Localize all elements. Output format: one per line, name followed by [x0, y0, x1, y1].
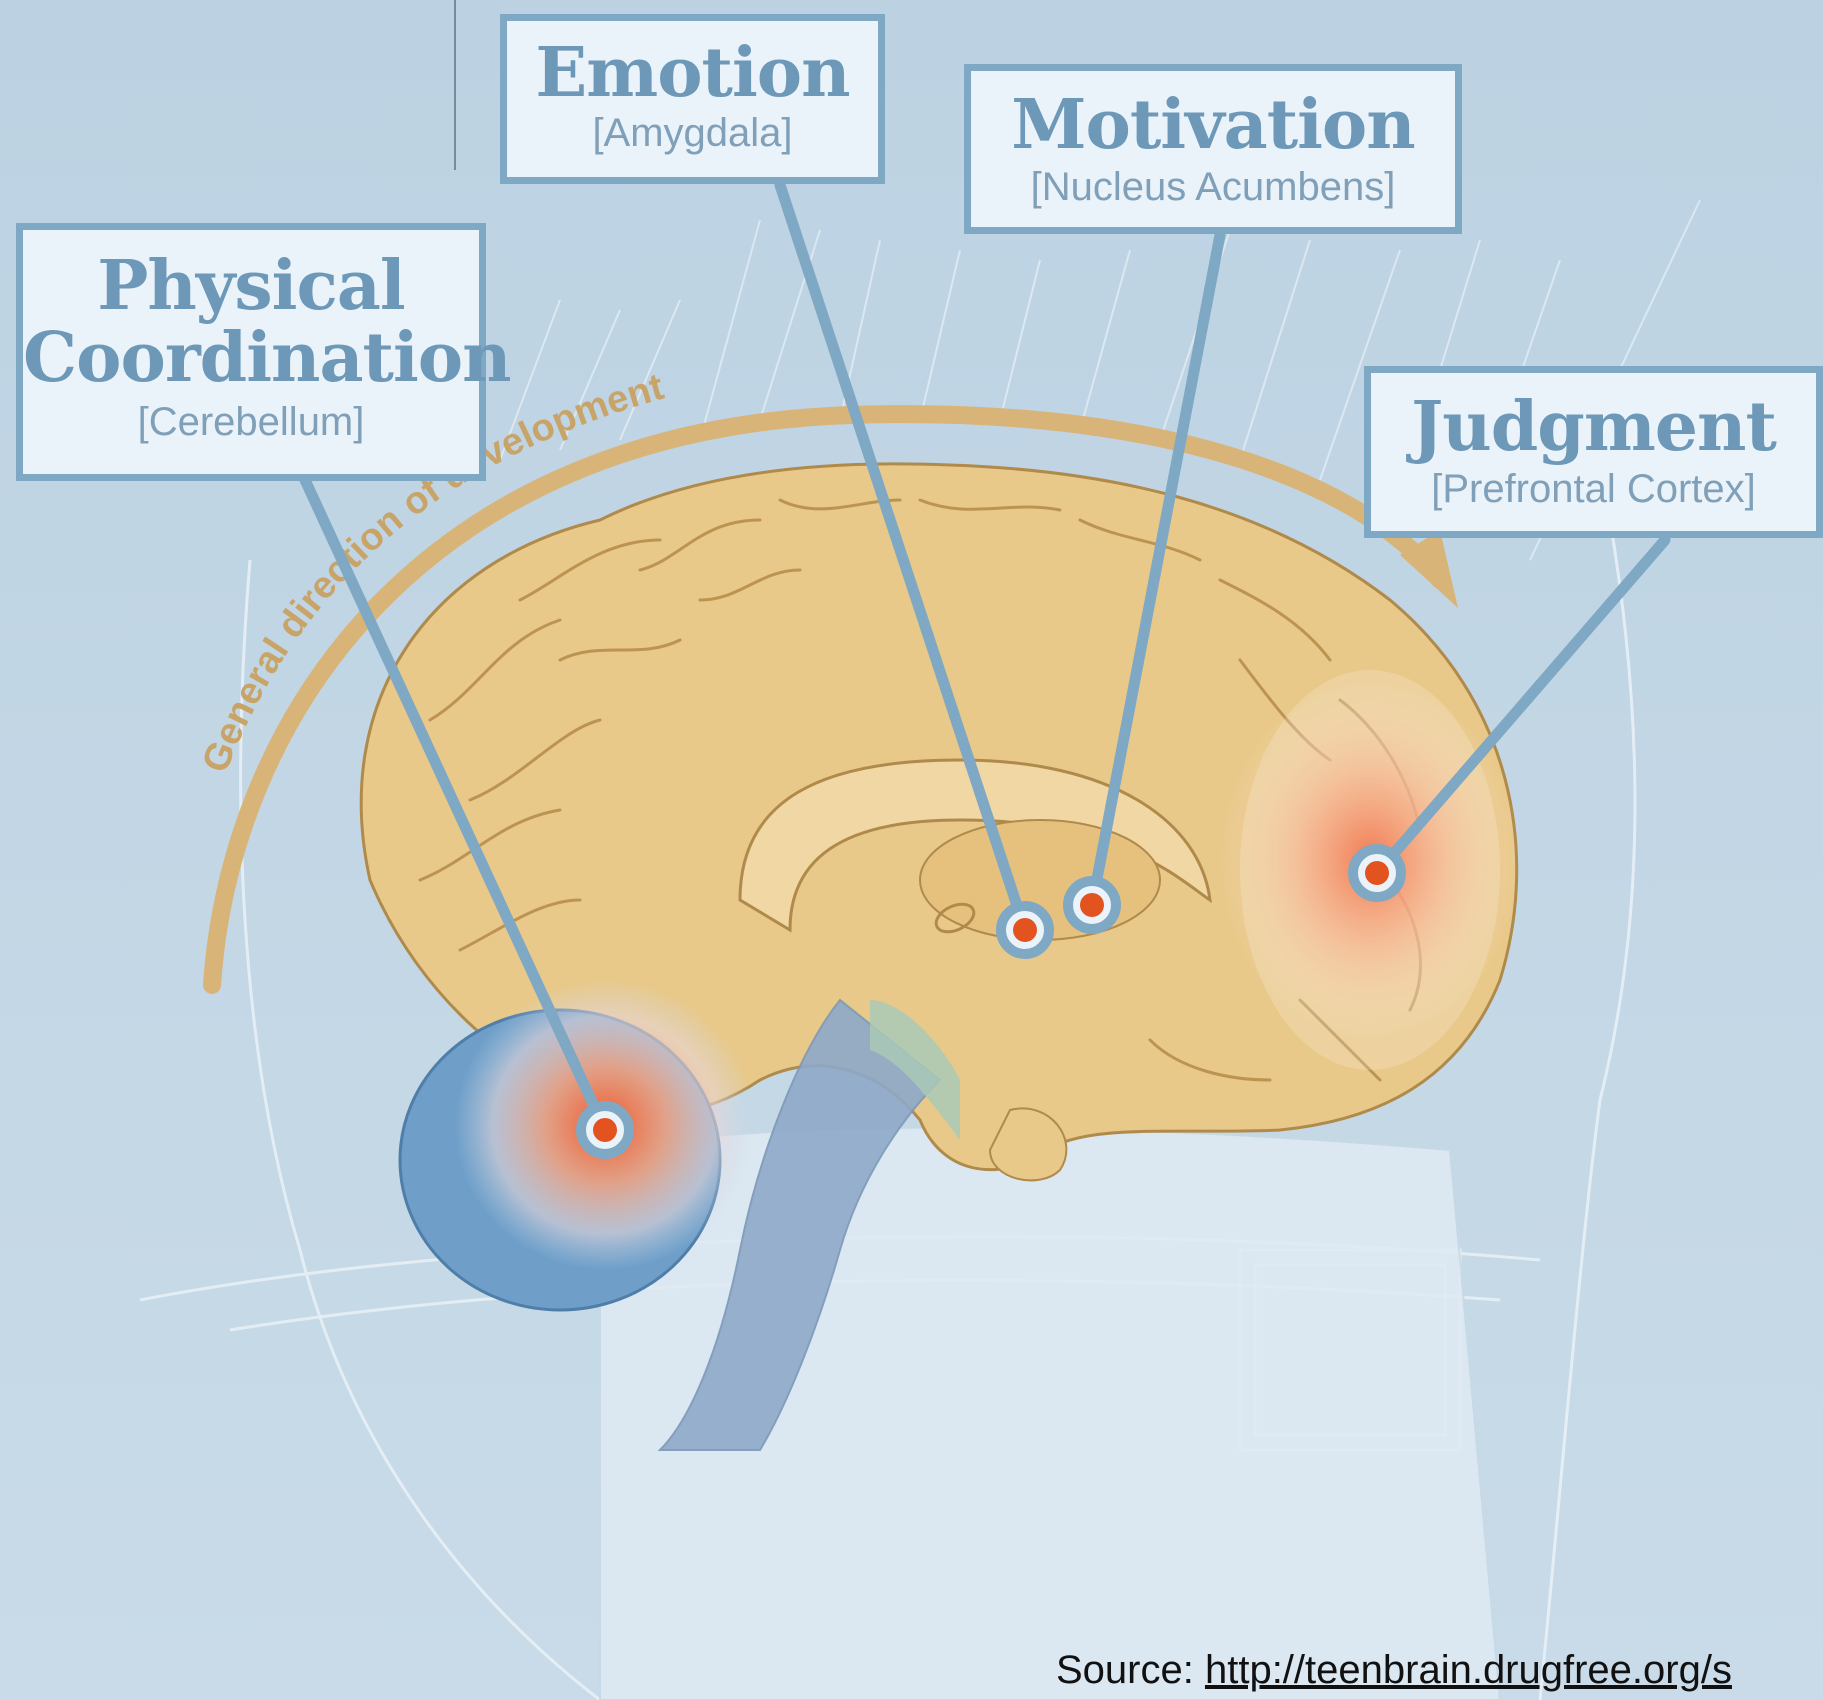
label-judgment-title: Judgment: [1371, 393, 1816, 461]
label-physical-title-line2: Coordination: [23, 324, 479, 392]
label-physical-coordination: Physical Coordination [Cerebellum]: [16, 223, 486, 481]
label-emotion-region: [Amygdala]: [507, 111, 878, 156]
label-motivation-region: [Nucleus Acumbens]: [971, 165, 1455, 210]
label-physical-region: [Cerebellum]: [23, 400, 479, 445]
label-emotion: Emotion [Amygdala]: [500, 14, 885, 184]
source-link[interactable]: http://teenbrain.drugfree.org/s: [1205, 1648, 1732, 1692]
label-judgment-region: [Prefrontal Cortex]: [1371, 467, 1816, 512]
divider-line: [454, 0, 456, 170]
label-physical-title-line1: Physical: [23, 252, 479, 320]
label-emotion-title: Emotion: [507, 39, 878, 107]
source-prefix: Source:: [1056, 1648, 1205, 1692]
source-caption: Source: http://teenbrain.drugfree.org/s: [1056, 1648, 1732, 1693]
label-motivation: Motivation [Nucleus Acumbens]: [964, 64, 1462, 234]
label-judgment: Judgment [Prefrontal Cortex]: [1364, 366, 1823, 538]
label-motivation-title: Motivation: [971, 91, 1455, 159]
